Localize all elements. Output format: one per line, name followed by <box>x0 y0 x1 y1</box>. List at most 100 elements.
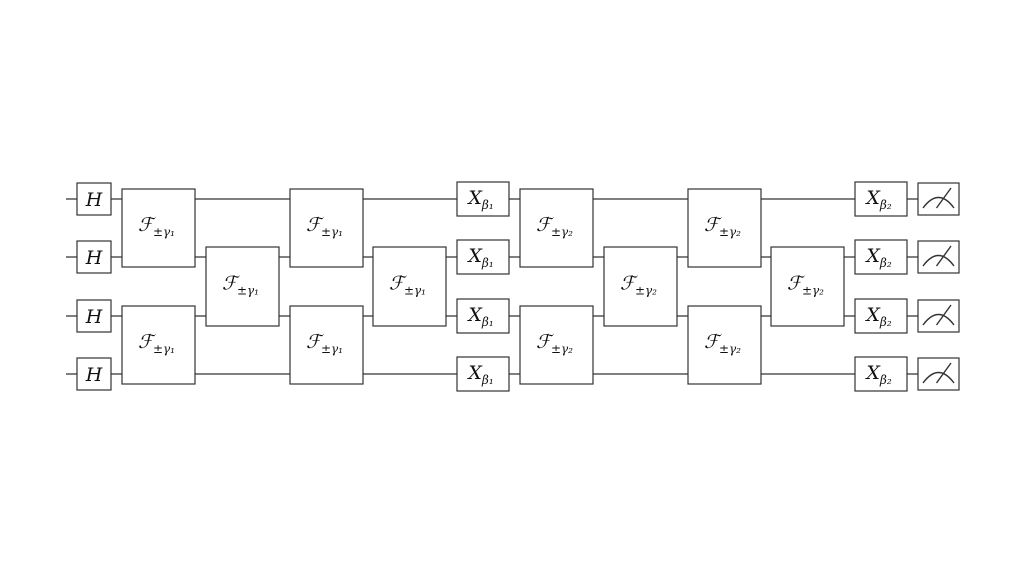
fsim-gate: ℱ±γ₂ <box>687 305 762 385</box>
hadamard-label: H <box>85 306 103 328</box>
gate-box <box>456 298 510 334</box>
gate-symbol: X <box>466 187 483 209</box>
gate-subscript: ±γ₂ <box>635 284 657 298</box>
gate-subscript: β₂ <box>879 198 892 212</box>
gate-symbol: X <box>864 304 881 326</box>
gate-subscript: ±γ₂ <box>551 342 573 356</box>
gate-label: Xβ₂ <box>864 245 891 270</box>
fsim-gate: ℱ±γ₂ <box>770 246 845 327</box>
gate-subscript: ±γ₁ <box>153 225 175 239</box>
gate-subscript: β₁ <box>481 198 494 212</box>
gate-box <box>519 188 594 268</box>
gate-symbol: ℱ <box>389 273 407 295</box>
gate-box <box>770 246 845 327</box>
gate-subscript: ±γ₁ <box>237 284 259 298</box>
gate-symbol: X <box>864 362 881 384</box>
mixer-gate: Xβ₁ <box>456 239 510 275</box>
gate-symbol: ℱ <box>787 273 805 295</box>
meter-needle <box>935 187 952 209</box>
gate-box <box>854 181 908 217</box>
meter-box <box>917 299 960 333</box>
gate-label: Xβ₁ <box>466 304 493 329</box>
fsim-gate: ℱ±γ₂ <box>603 246 678 327</box>
gate-label: ℱ±γ₁ <box>389 273 426 298</box>
gate-subscript: β₂ <box>879 373 892 387</box>
gate-symbol: ℱ <box>536 214 554 236</box>
hadamard-gate: H <box>76 182 112 216</box>
gate-box <box>687 305 762 385</box>
fsim-gate: ℱ±γ₁ <box>372 246 447 327</box>
fsim-gate: ℱ±γ₁ <box>205 246 280 327</box>
gate-box <box>76 299 112 333</box>
gate-subscript: ±γ₂ <box>551 225 573 239</box>
gate-symbol: ℱ <box>704 214 722 236</box>
hadamard-gate: H <box>76 357 112 391</box>
gate-symbol: X <box>466 304 483 326</box>
gate-box <box>456 356 510 392</box>
gate-label: ℱ±γ₂ <box>787 273 824 298</box>
gate-symbol: X <box>864 245 881 267</box>
gate-subscript: ±γ₂ <box>802 284 824 298</box>
gate-subscript: ±γ₁ <box>321 225 343 239</box>
gate-label: ℱ±γ₁ <box>306 214 343 239</box>
gate-label: Xβ₂ <box>864 362 891 387</box>
gate-box <box>76 240 112 274</box>
meter-arc <box>922 254 955 267</box>
meter-box <box>917 240 960 274</box>
gate-label: ℱ±γ₂ <box>536 214 573 239</box>
fsim-gate: ℱ±γ₁ <box>289 188 364 268</box>
gate-subscript: ±γ₂ <box>719 342 741 356</box>
gate-box <box>603 246 678 327</box>
gate-label: Xβ₁ <box>466 362 493 387</box>
mixer-gate: Xβ₁ <box>456 298 510 334</box>
gate-box <box>854 356 908 392</box>
gate-box <box>519 305 594 385</box>
gate-label: Xβ₂ <box>864 187 891 212</box>
fsim-gate: ℱ±γ₁ <box>121 305 196 385</box>
meter-box <box>917 357 960 391</box>
gate-label: ℱ±γ₁ <box>222 273 259 298</box>
fsim-gate: ℱ±γ₂ <box>687 188 762 268</box>
gate-box <box>289 305 364 385</box>
measurement-meter-icon <box>917 240 960 274</box>
gate-box <box>121 305 196 385</box>
measurement-meter-icon <box>917 299 960 333</box>
mixer-gate: Xβ₂ <box>854 298 908 334</box>
gate-label: ℱ±γ₂ <box>536 331 573 356</box>
gate-symbol: ℱ <box>536 331 554 353</box>
gate-symbol: X <box>466 362 483 384</box>
gate-box <box>372 246 447 327</box>
gate-subscript: ±γ₁ <box>153 342 175 356</box>
mixer-gate: Xβ₁ <box>456 181 510 217</box>
hadamard-label: H <box>85 189 103 211</box>
gate-box <box>854 239 908 275</box>
gate-symbol: ℱ <box>138 331 156 353</box>
gate-subscript: β₁ <box>481 315 494 329</box>
gate-symbol: ℱ <box>138 214 156 236</box>
gate-box <box>456 181 510 217</box>
gate-label: Xβ₁ <box>466 245 493 270</box>
meter-arc <box>922 313 955 326</box>
gate-label: Xβ₁ <box>466 187 493 212</box>
meter-needle <box>935 245 952 267</box>
gate-label: ℱ±γ₂ <box>704 331 741 356</box>
measurement-meter-icon <box>917 357 960 391</box>
measurement-meter-icon <box>917 182 960 216</box>
gate-box <box>854 298 908 334</box>
mixer-gate: Xβ₂ <box>854 356 908 392</box>
gate-label: Xβ₂ <box>864 304 891 329</box>
gate-box <box>205 246 280 327</box>
gate-label: ℱ±γ₂ <box>704 214 741 239</box>
gate-label: ℱ±γ₁ <box>306 331 343 356</box>
gate-label: ℱ±γ₂ <box>620 273 657 298</box>
meter-arc <box>922 196 955 209</box>
gate-box <box>76 357 112 391</box>
hadamard-gate: H <box>76 240 112 274</box>
mixer-gate: Xβ₂ <box>854 239 908 275</box>
mixer-gate: Xβ₂ <box>854 181 908 217</box>
gate-symbol: ℱ <box>306 214 324 236</box>
gate-layer: HHHHℱ±γ₁ℱ±γ₁ℱ±γ₁ℱ±γ₁ℱ±γ₁ℱ±γ₁Xβ₁Xβ₁Xβ₁Xβ₁… <box>76 181 960 392</box>
gate-subscript: β₁ <box>481 256 494 270</box>
gate-symbol: X <box>466 245 483 267</box>
gate-subscript: ±γ₂ <box>719 225 741 239</box>
